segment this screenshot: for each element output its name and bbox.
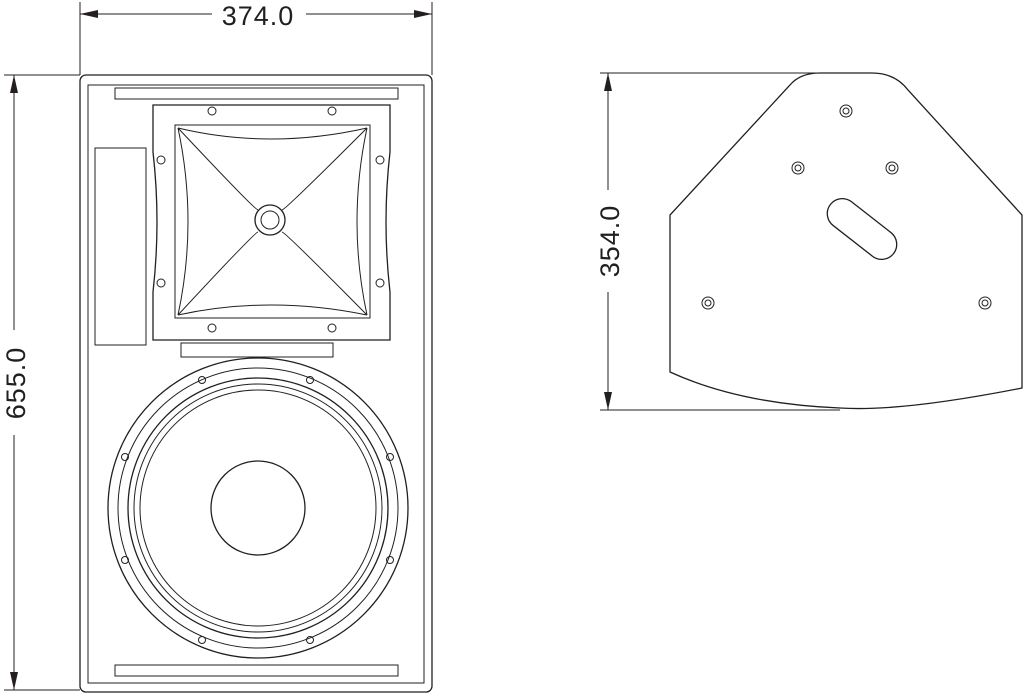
height-label: 655.0	[1, 347, 31, 420]
depth-dimension: 354.0	[595, 72, 850, 411]
depth-label: 354.0	[595, 205, 625, 278]
side-view	[669, 72, 1023, 410]
dust-cap	[210, 460, 306, 556]
bass-port	[94, 147, 147, 346]
front-view	[79, 74, 433, 693]
horn-throat	[254, 204, 286, 236]
top-handle-slot	[114, 87, 399, 100]
woofer	[107, 357, 409, 659]
width-label: 374.0	[222, 1, 295, 31]
horn-screws	[156, 106, 385, 333]
horn-bar	[180, 342, 334, 358]
mounting-slot	[826, 197, 898, 261]
horn-tweeter	[152, 104, 391, 341]
side-screws	[701, 104, 992, 310]
cabinet-outline	[79, 74, 433, 693]
woofer-screws	[121, 376, 394, 644]
grille-frame	[87, 84, 425, 684]
bottom-handle-slot	[114, 664, 399, 677]
side-profile	[669, 72, 1023, 410]
height-dimension: 655.0	[1, 74, 80, 691]
width-dimension: 374.0	[79, 1, 433, 75]
